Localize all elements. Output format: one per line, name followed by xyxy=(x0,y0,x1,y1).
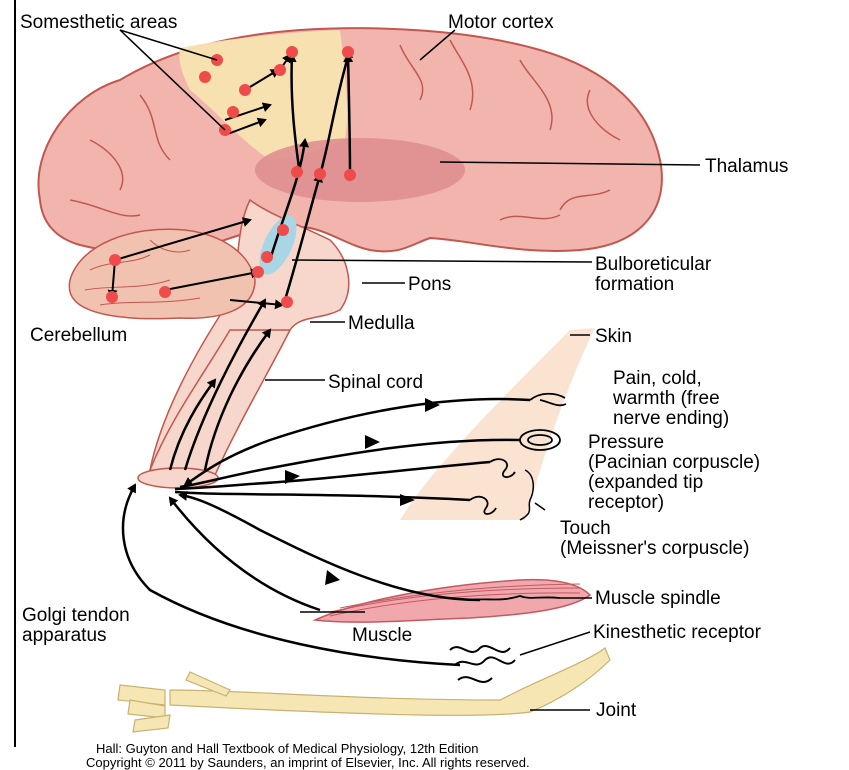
spinal-cord xyxy=(150,330,290,475)
arm-bones xyxy=(118,648,610,732)
label-touch: Touch xyxy=(560,518,611,539)
label-joint: Joint xyxy=(596,700,636,721)
label-somesthetic-areas: Somesthetic areas xyxy=(20,12,177,33)
label-motor-cortex: Motor cortex xyxy=(448,12,554,33)
label-muscle: Muscle xyxy=(352,625,412,646)
label-formation: formation xyxy=(595,274,674,295)
label-medulla: Medulla xyxy=(348,313,415,334)
label-muscle-spindle: Muscle spindle xyxy=(595,588,721,609)
credit-line1: Hall: Guyton and Hall Textbook of Medica… xyxy=(96,741,479,756)
label-skin: Skin xyxy=(595,326,632,347)
muscle-shape xyxy=(315,580,590,622)
thalamus-shape xyxy=(255,138,465,202)
label-meissner: (Meissner's corpuscle) xyxy=(560,538,749,559)
skin-strip xyxy=(400,328,595,520)
label-kinesthetic-receptor: Kinesthetic receptor xyxy=(593,622,761,643)
label-apparatus: apparatus xyxy=(22,625,107,646)
label-pain-line2: warmth (free xyxy=(613,388,720,409)
label-pain-line1: Pain, cold, xyxy=(613,368,702,389)
label-golgi-tendon: Golgi tendon xyxy=(22,605,130,626)
label-pressure: Pressure xyxy=(588,432,664,453)
label-receptor: receptor) xyxy=(588,492,664,513)
label-pons: Pons xyxy=(408,274,451,295)
label-cerebellum: Cerebellum xyxy=(30,325,127,346)
label-pain-line3: nerve ending) xyxy=(613,408,729,429)
afferent-arrowheads xyxy=(285,398,440,585)
credit-line2: Copyright © 2011 by Saunders, an imprint… xyxy=(86,755,530,770)
label-bulboreticular: Bulboreticular xyxy=(595,254,711,275)
label-pacinian: (Pacinian corpuscle) xyxy=(588,452,760,473)
label-thalamus: Thalamus xyxy=(705,156,788,177)
label-expanded-tip: (expanded tip xyxy=(588,472,703,493)
label-spinal-cord: Spinal cord xyxy=(328,372,423,393)
